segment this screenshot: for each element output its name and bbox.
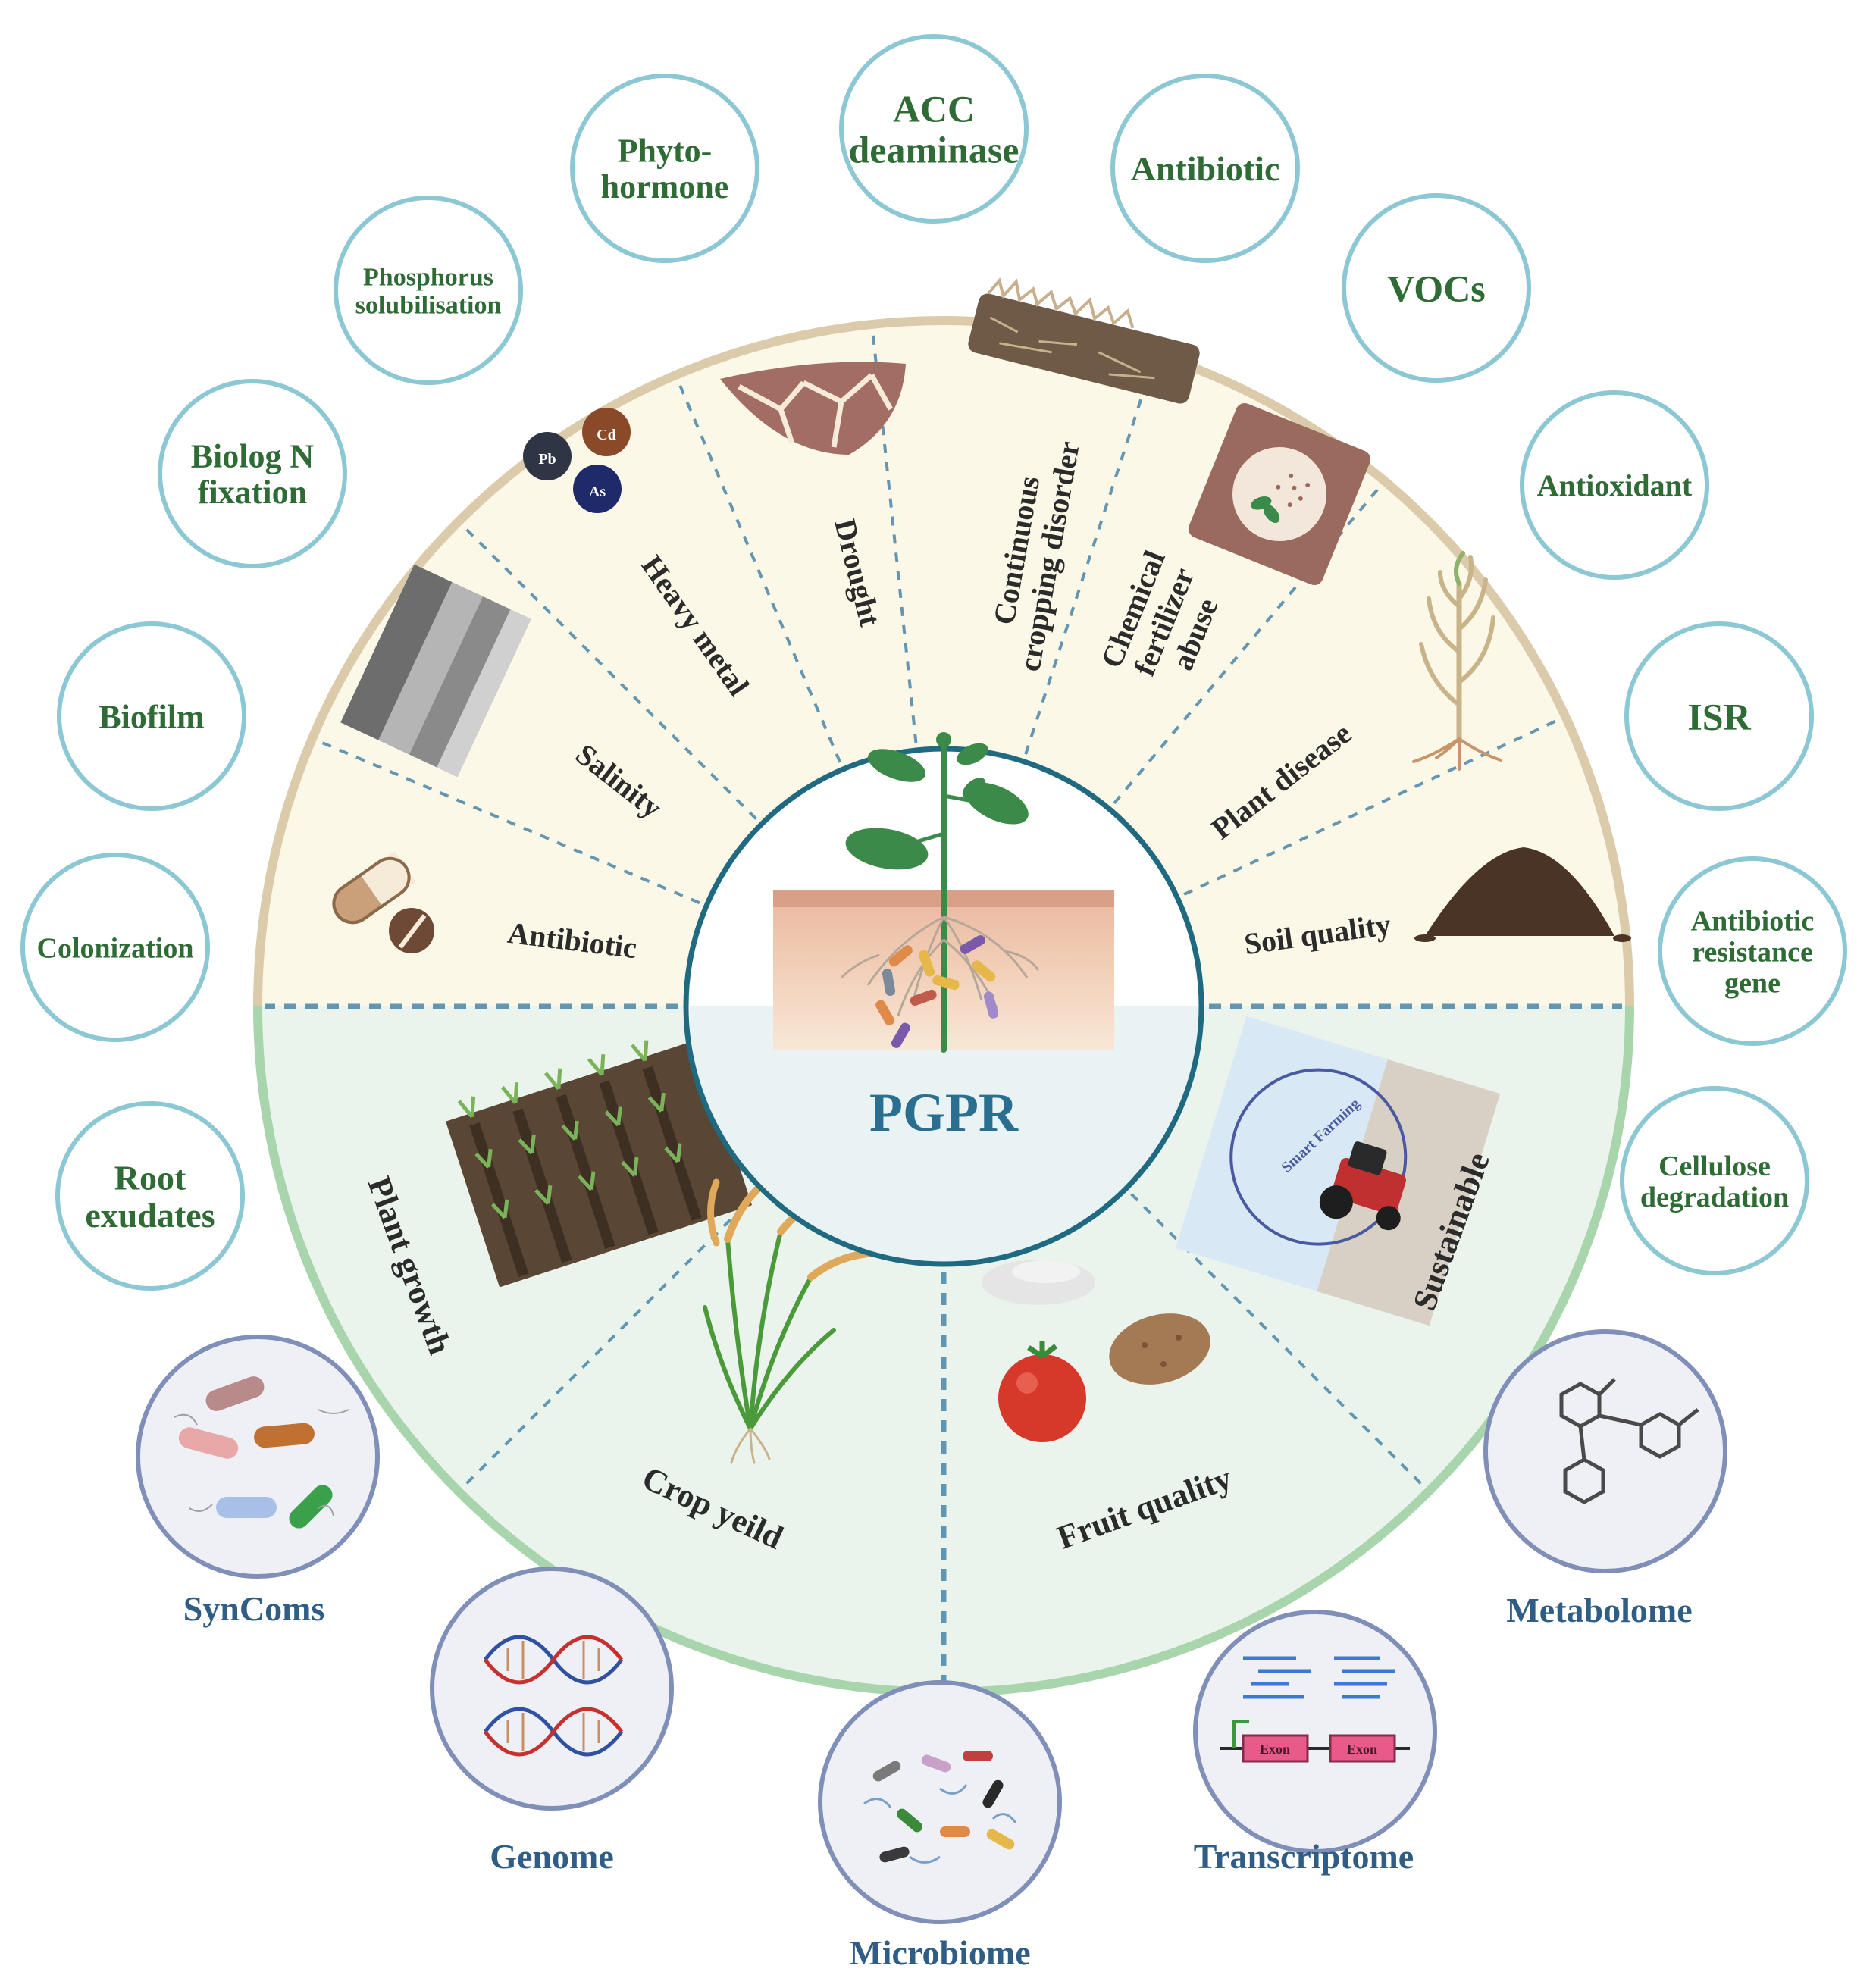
sector-divider bbox=[462, 525, 757, 820]
omics-bubble-metabolome bbox=[1483, 1329, 1727, 1573]
trait-bubble-isr: ISR bbox=[1624, 621, 1814, 811]
trait-bubble-colonization: Colonization bbox=[20, 853, 210, 1042]
sector-divider bbox=[677, 381, 842, 763]
fertilizer-bag-icon bbox=[1188, 402, 1371, 586]
fruit-quality-icon bbox=[982, 1260, 1210, 1442]
continuous-cropping-soil-icon bbox=[968, 277, 1200, 404]
as-symbol: As bbox=[589, 484, 606, 500]
exon-label-1: Exon bbox=[1260, 1742, 1290, 1757]
diseased-plant-icon bbox=[1412, 551, 1502, 771]
trait-label-antioxidant: Antioxidant bbox=[1537, 468, 1693, 502]
trait-label-biofilm: Biofilm bbox=[99, 698, 204, 735]
upper-ring bbox=[253, 316, 1634, 1006]
trait-bubble-circle bbox=[1342, 193, 1531, 383]
antibiotic-pill-icon bbox=[389, 908, 434, 953]
trait-bubble-circle bbox=[57, 621, 246, 811]
trait-bubble-phytohormone: Phyto-hormone bbox=[570, 74, 759, 263]
sector-divider bbox=[1183, 718, 1559, 896]
trait-bubble-antioxidant: Antioxidant bbox=[1520, 390, 1709, 580]
dna-icon bbox=[484, 1635, 623, 1757]
exon-box-1 bbox=[1242, 1734, 1309, 1763]
trait-bubble-circle bbox=[158, 379, 347, 568]
omics-label-genome: Genome bbox=[490, 1837, 614, 1876]
trait-bubble-biofilm: Biofilm bbox=[57, 621, 246, 811]
trait-label-isr: ISR bbox=[1687, 696, 1751, 738]
cd-symbol: Cd bbox=[597, 427, 616, 443]
sector-divider bbox=[462, 1193, 757, 1488]
trait-bubble-circle bbox=[334, 196, 523, 385]
omics-bubbles: SynComs Genome Microbiome bbox=[136, 1329, 1727, 1972]
trait-bubble-circle bbox=[1520, 390, 1709, 580]
sector-dividers bbox=[265, 331, 1622, 1685]
sector-divider bbox=[318, 740, 700, 905]
trait-bubble-circle bbox=[1110, 74, 1300, 263]
trait-bubble-vocs: VOCs bbox=[1342, 193, 1531, 383]
antibiotic-capsule-icon bbox=[332, 850, 417, 925]
sector-divider bbox=[1113, 486, 1381, 805]
drought-cracked-soil-icon bbox=[720, 362, 906, 455]
exon-box-2 bbox=[1329, 1734, 1396, 1763]
heavy-metal-icon: Pb Cd As bbox=[523, 408, 631, 513]
omics-bubble-genome bbox=[430, 1567, 674, 1811]
trait-bubble-circle bbox=[839, 34, 1029, 224]
molecule-icon bbox=[1559, 1378, 1699, 1504]
center-pgpr-circle: PGPR bbox=[683, 732, 1204, 1267]
omics-label-transcriptome: Transcriptome bbox=[1194, 1837, 1414, 1876]
reads-lines bbox=[1243, 1656, 1395, 1699]
sector-divider bbox=[871, 331, 918, 743]
salinity-layers-icon bbox=[340, 564, 531, 778]
tractor-icon bbox=[1319, 1141, 1406, 1231]
omics-label-syncoms: SynComs bbox=[183, 1589, 325, 1628]
omics-label-microbiome: Microbiome bbox=[849, 1933, 1030, 1972]
plant-growth-field-icon bbox=[446, 1039, 752, 1288]
omics-bubble-microbiome bbox=[818, 1680, 1062, 1924]
trait-bubble-circle bbox=[55, 1101, 245, 1291]
trait-bubble-antibiotic-trait: Antibiotic bbox=[1110, 74, 1300, 263]
plant-icon bbox=[845, 732, 1029, 1053]
sustainable-smart-farming-icon: Smart Farming bbox=[1175, 1016, 1501, 1326]
omics-bubble-transcriptome: Exon Exon bbox=[1193, 1610, 1437, 1854]
trait-bubble-circle bbox=[570, 74, 759, 263]
trait-bubble-circle bbox=[1620, 1086, 1809, 1275]
trait-label-vocs: VOCs bbox=[1387, 268, 1486, 310]
trait-bubble-circle bbox=[20, 853, 210, 1042]
sector-divider bbox=[1130, 1193, 1425, 1488]
soil-pile-icon bbox=[1414, 847, 1631, 942]
bacteria-icons bbox=[875, 935, 999, 1048]
omics-label-metabolome: Metabolome bbox=[1506, 1591, 1692, 1629]
trait-bubble-circle bbox=[1658, 856, 1847, 1046]
trait-label-colonization: Colonization bbox=[37, 932, 194, 964]
pb-symbol: Pb bbox=[538, 451, 556, 468]
sector-divider bbox=[1024, 361, 1155, 755]
trait-label-phytohormone: Phyto-hormone bbox=[601, 133, 729, 206]
omics-bubble-syncoms bbox=[136, 1335, 380, 1579]
trait-label-antibiotic-trait: Antibiotic bbox=[1131, 149, 1280, 188]
exon-label-2: Exon bbox=[1347, 1742, 1377, 1757]
trait-bubble-circle bbox=[1624, 621, 1814, 811]
center-label: PGPR bbox=[869, 1082, 1019, 1143]
